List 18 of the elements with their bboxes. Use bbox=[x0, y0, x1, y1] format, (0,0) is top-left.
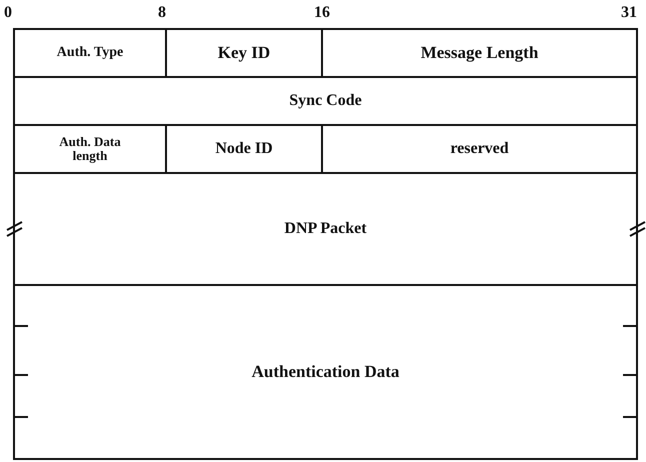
bit-position-label: 16 bbox=[314, 4, 330, 22]
field-name: DNP Packet bbox=[284, 220, 367, 238]
field-box bbox=[13, 76, 638, 126]
field-name: reserved bbox=[450, 140, 509, 158]
field-name: Message Length bbox=[420, 44, 538, 62]
field-box bbox=[13, 172, 638, 286]
field-name: Auth. Type bbox=[56, 46, 124, 60]
bit-position-label: 31 bbox=[621, 4, 637, 22]
field-name: Sync Code bbox=[289, 92, 362, 110]
field-name: Key ID bbox=[218, 44, 270, 62]
field-box bbox=[321, 28, 638, 78]
field-box bbox=[13, 284, 638, 460]
field-name: Auth. Data length bbox=[58, 135, 122, 163]
bit-position-label: 0 bbox=[4, 4, 12, 22]
bit-position-label: 8 bbox=[158, 4, 166, 22]
field-name: Authentication Data bbox=[252, 363, 400, 381]
field-box bbox=[13, 28, 167, 78]
field-name: Node ID bbox=[215, 140, 273, 158]
